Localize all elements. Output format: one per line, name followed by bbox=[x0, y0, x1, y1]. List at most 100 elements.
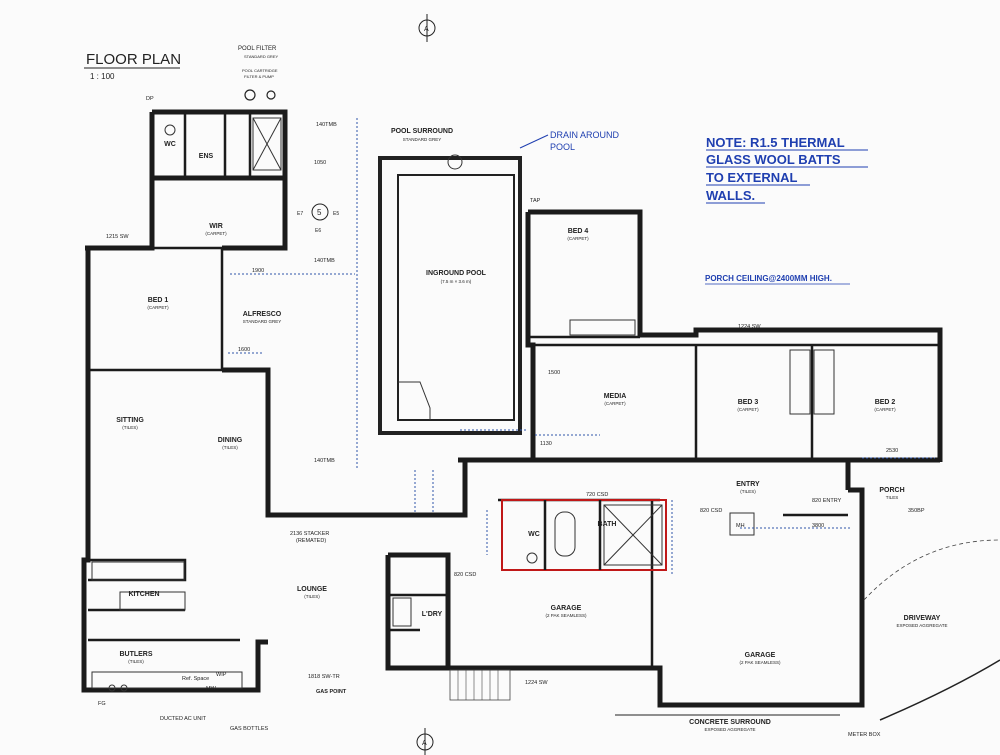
room-porch-sub: TILES bbox=[886, 495, 899, 500]
room-driveway: DRIVEWAY bbox=[904, 615, 941, 622]
wc-icon bbox=[526, 552, 538, 564]
room-wir-sub: (CARPET) bbox=[205, 231, 227, 236]
thermal-note: NOTE: R1.5 THERMAL GLASS WOOL BATTS TO E… bbox=[706, 135, 868, 204]
pool-surround bbox=[378, 156, 522, 435]
wall-lounge-east bbox=[385, 555, 448, 671]
room-kitchen: KITCHEN bbox=[128, 591, 159, 598]
label-gas-bottles: GAS BOTTLES bbox=[230, 726, 269, 732]
room-bed3-sub: (CARPET) bbox=[737, 407, 759, 412]
label-sw1818: 1818 SW-TR bbox=[308, 674, 340, 680]
svg-text:E7: E7 bbox=[297, 211, 303, 217]
svg-text:E6: E6 bbox=[315, 228, 321, 234]
room-alfresco-sub: STANDARD GREY bbox=[243, 319, 281, 324]
label-gas-point: GAS POINT bbox=[316, 689, 347, 695]
label-1600: 1600 bbox=[238, 347, 250, 353]
label-350bp: 350BP bbox=[908, 508, 925, 514]
label-3800: 3800 bbox=[812, 523, 824, 529]
wall-entry bbox=[465, 457, 940, 490]
entry-steps bbox=[449, 669, 511, 701]
label-meter-box: METER BOX bbox=[848, 732, 881, 738]
room-bed4: BED 4 bbox=[568, 228, 589, 235]
pool-filter-title: POOL FILTER bbox=[238, 46, 277, 52]
label-sw1224-b: 1224 SW bbox=[525, 680, 548, 686]
label-1500: 1500 bbox=[548, 370, 560, 376]
label-csd820: 820 CSD bbox=[700, 508, 722, 514]
label-1050: 1050 bbox=[314, 160, 326, 166]
room-porch: PORCH bbox=[879, 487, 904, 494]
label-mw: MW bbox=[206, 686, 217, 692]
svg-text:A: A bbox=[424, 26, 429, 33]
butlers-bench bbox=[91, 671, 243, 689]
pool-pump-icon bbox=[244, 89, 256, 101]
robe-bed2 bbox=[813, 349, 835, 415]
room-bed3: BED 3 bbox=[738, 399, 759, 406]
room-bed2-sub: (CARPET) bbox=[874, 407, 896, 412]
pool-filter-icon bbox=[266, 90, 276, 100]
room-dining: DINING bbox=[218, 437, 243, 444]
bath-tub-icon bbox=[554, 511, 576, 557]
label-2530: 2530 bbox=[886, 448, 898, 454]
room-concrete: CONCRETE SURROUND bbox=[689, 719, 771, 726]
label-ref-space: Ref. Space bbox=[182, 676, 209, 682]
wc-ens-icon bbox=[164, 124, 176, 136]
svg-text:NOTE: R1.5 THERMAL: NOTE: R1.5 THERMAL bbox=[706, 135, 845, 150]
wall-wir bbox=[149, 178, 288, 251]
wall-dining bbox=[222, 367, 468, 518]
label-1900: 1900 bbox=[252, 268, 264, 274]
label-fg: FG bbox=[98, 701, 106, 707]
label-csd720: 720 CSD bbox=[586, 492, 608, 498]
label-1130: 1130 bbox=[540, 441, 552, 447]
label-entry-door: 820 ENTRY bbox=[812, 498, 842, 504]
label-wip: WIP bbox=[216, 672, 227, 678]
room-bath: BATH bbox=[598, 521, 617, 528]
svg-text:E5: E5 bbox=[333, 211, 339, 217]
wall-garage bbox=[448, 487, 865, 708]
pool-filter-detail-1: POOL CARTRIDGE bbox=[242, 68, 278, 73]
room-entry-sub: (TILES) bbox=[740, 489, 756, 494]
label-sw1224-a: 1224 SW bbox=[738, 324, 761, 330]
svg-text:5: 5 bbox=[317, 208, 322, 217]
kitchen-bench bbox=[91, 561, 185, 581]
label-ducted-ac: DUCTED AC UNIT bbox=[160, 716, 207, 722]
room-garage-1-sub: (2 PAK SEAMLESS) bbox=[546, 613, 587, 618]
section-marker-bottom: A bbox=[416, 728, 434, 755]
pool-filter-detail-2: FILTER & PUMP bbox=[244, 74, 274, 79]
dimension-lines bbox=[228, 273, 935, 575]
room-entry: ENTRY bbox=[736, 481, 760, 488]
room-butlers: BUTLERS bbox=[119, 651, 152, 658]
room-pool-sub: (7.5 m × 3.6 m) bbox=[441, 279, 472, 284]
mh-hatch bbox=[729, 512, 755, 536]
bathroom-highlight bbox=[501, 499, 667, 571]
label-sw1215: 1215 SW bbox=[106, 234, 129, 240]
room-bed2: BED 2 bbox=[875, 399, 896, 406]
room-bed1: BED 1 bbox=[148, 297, 169, 304]
wall-west bbox=[81, 370, 268, 693]
wall-bed4 bbox=[528, 209, 943, 462]
room-garage-2-sub: (2 PAK SEAMLESS) bbox=[740, 660, 781, 665]
plan-scale: 1 : 100 bbox=[90, 72, 115, 81]
room-bed4-sub: (CARPET) bbox=[567, 236, 589, 241]
room-driveway-sub: EXPOSED AGGREGATE bbox=[897, 623, 948, 628]
room-pool-surround: POOL SURROUND bbox=[391, 128, 453, 135]
label-tap: TAP bbox=[530, 198, 541, 204]
room-lounge-sub: (TILES) bbox=[304, 594, 320, 599]
room-sitting-sub: (TILES) bbox=[122, 425, 138, 430]
room-pool: INGROUND POOL bbox=[426, 270, 487, 277]
room-lounge: LOUNGE bbox=[297, 586, 327, 593]
porch-ceiling-note: PORCH CEILING@2400MM HIGH. bbox=[705, 274, 832, 283]
shower-icon bbox=[603, 504, 663, 566]
room-sitting: SITTING bbox=[116, 417, 144, 424]
kitchen-island bbox=[119, 591, 186, 611]
room-dining-sub: (TILES) bbox=[222, 445, 238, 450]
svg-text:A: A bbox=[422, 740, 427, 747]
room-garage-1: GARAGE bbox=[551, 605, 582, 612]
room-ldry: L'DRY bbox=[422, 611, 443, 618]
room-wc-ens: WC bbox=[164, 141, 176, 148]
pool bbox=[397, 174, 515, 421]
pool-filter-sub: STANDARD GREY bbox=[244, 54, 278, 59]
room-alfresco: ALFRESCO bbox=[243, 311, 282, 318]
label-stacker: 2136 STACKER bbox=[290, 531, 329, 537]
robe-bed3 bbox=[789, 349, 811, 415]
robe-bed4 bbox=[569, 319, 636, 336]
